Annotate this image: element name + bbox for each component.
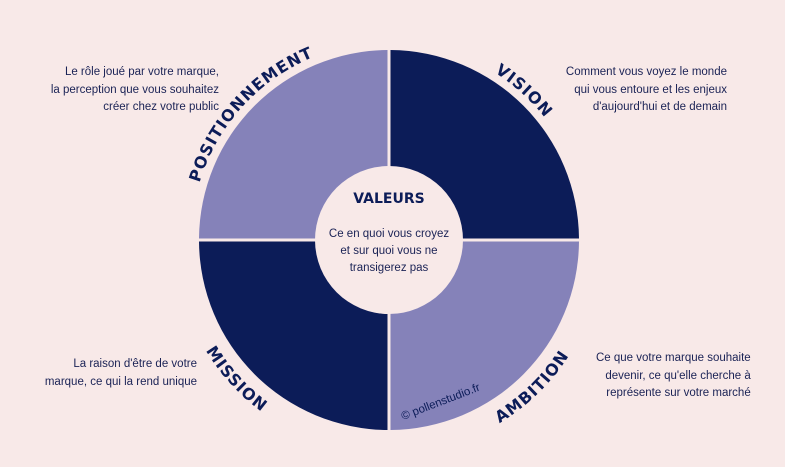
center-description: Ce en quoi vous croyez et sur quoi vous … [328, 228, 450, 274]
description-vision: Comment vous voyez le monde qui vous ent… [565, 66, 727, 113]
description-mission: La raison d'être de votre marque, ce qui… [44, 358, 197, 388]
center-circle [315, 166, 463, 314]
description-positionnement: Le rôle joué par votre marque, la percep… [50, 66, 219, 113]
center-title: VALEURS [353, 191, 424, 207]
description-ambition: Ce que votre marque souhaite devenir, ce… [596, 352, 751, 399]
